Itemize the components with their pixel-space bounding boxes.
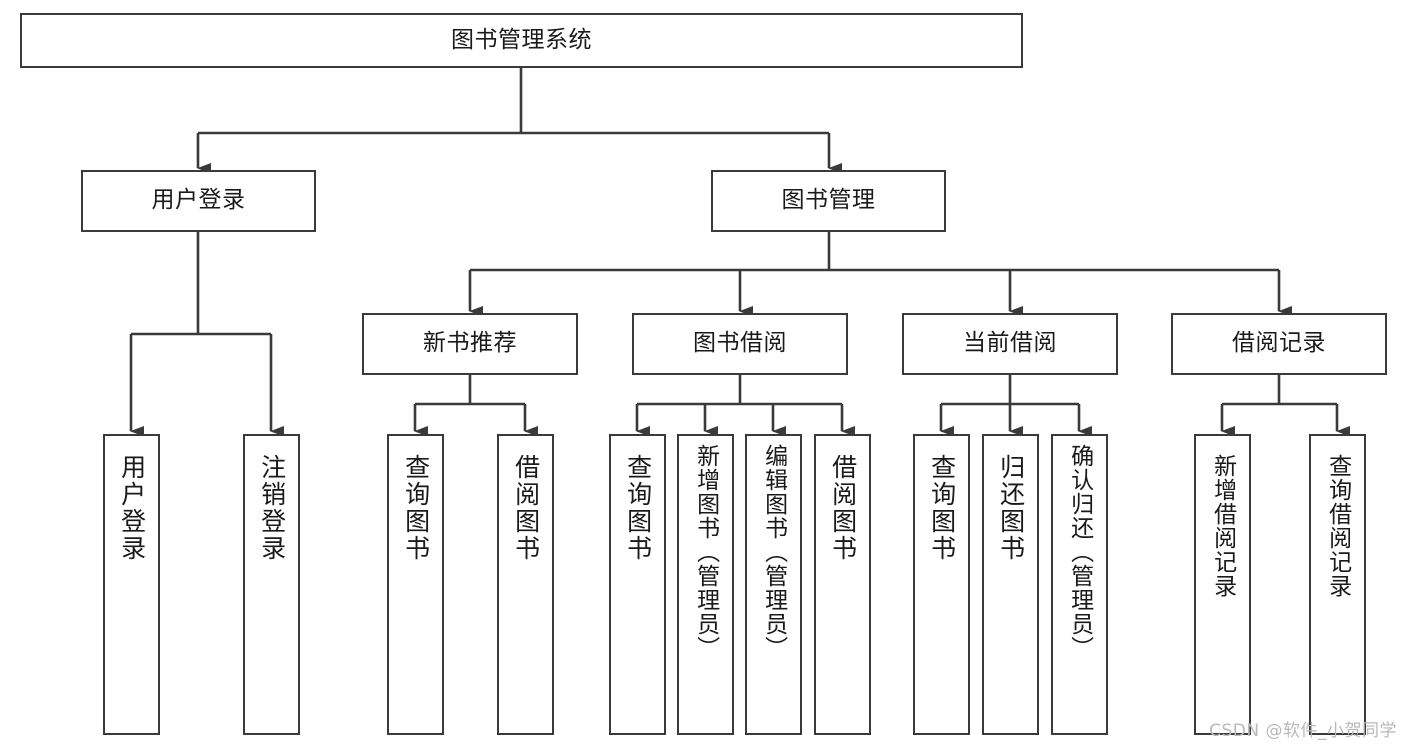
leaf-borrow-record-add[interactable]: 新增借阅记录 (1194, 434, 1251, 735)
node-new-book-recommend-label: 新书推荐 (423, 330, 517, 357)
leaf-book-borrow-query[interactable]: 查询图书 (609, 434, 666, 735)
node-new-book-recommend[interactable]: 新书推荐 (362, 313, 578, 375)
node-book-management-label: 图书管理 (781, 187, 876, 214)
leaf-borrow-record-query[interactable]: 查询借阅记录 (1309, 434, 1366, 735)
leaf-book-borrow-borrow-label: 借阅图书 (828, 454, 858, 562)
leaf-new-book-borrow-label: 借阅图书 (511, 454, 541, 562)
node-root-system[interactable]: 图书管理系统 (20, 13, 1023, 68)
leaf-current-borrow-confirm[interactable]: 确认归还（管理员） (1051, 434, 1108, 735)
leaf-book-borrow-query-label: 查询图书 (623, 454, 653, 562)
leaf-new-book-borrow[interactable]: 借阅图书 (497, 434, 554, 735)
node-current-borrow[interactable]: 当前借阅 (902, 313, 1118, 375)
node-book-borrow-label: 图书借阅 (693, 330, 787, 357)
leaf-user-login-signin-label: 用户登录 (117, 454, 147, 562)
node-root-system-label: 图书管理系统 (451, 26, 592, 53)
node-current-borrow-label: 当前借阅 (963, 330, 1057, 357)
node-book-management[interactable]: 图书管理 (711, 170, 946, 232)
node-user-login-label: 用户登录 (151, 187, 246, 214)
leaf-user-login-signout-label: 注销登录 (257, 454, 287, 562)
leaf-book-borrow-borrow[interactable]: 借阅图书 (814, 434, 871, 735)
leaf-user-login-signout[interactable]: 注销登录 (243, 434, 300, 735)
node-book-borrow[interactable]: 图书借阅 (632, 313, 848, 375)
leaf-borrow-record-add-label: 新增借阅记录 (1209, 454, 1236, 598)
leaf-book-borrow-edit-label: 编辑图书（管理员） (760, 444, 787, 660)
leaf-book-borrow-edit[interactable]: 编辑图书（管理员） (745, 434, 802, 735)
leaf-current-borrow-return-label: 归还图书 (996, 454, 1026, 562)
leaf-current-borrow-query-label: 查询图书 (927, 454, 957, 562)
node-borrow-record[interactable]: 借阅记录 (1171, 313, 1387, 375)
leaf-book-borrow-add[interactable]: 新增图书（管理员） (677, 434, 734, 735)
leaf-current-borrow-query[interactable]: 查询图书 (913, 434, 970, 735)
node-borrow-record-label: 借阅记录 (1232, 330, 1326, 357)
leaf-current-borrow-confirm-label: 确认归还（管理员） (1066, 444, 1093, 660)
node-user-login[interactable]: 用户登录 (81, 170, 316, 232)
leaf-book-borrow-add-label: 新增图书（管理员） (692, 444, 719, 660)
leaf-user-login-signin[interactable]: 用户登录 (103, 434, 160, 735)
leaf-current-borrow-return[interactable]: 归还图书 (982, 434, 1039, 735)
leaf-borrow-record-query-label: 查询借阅记录 (1324, 454, 1351, 598)
leaf-new-book-query[interactable]: 查询图书 (387, 434, 444, 735)
leaf-new-book-query-label: 查询图书 (401, 454, 431, 562)
